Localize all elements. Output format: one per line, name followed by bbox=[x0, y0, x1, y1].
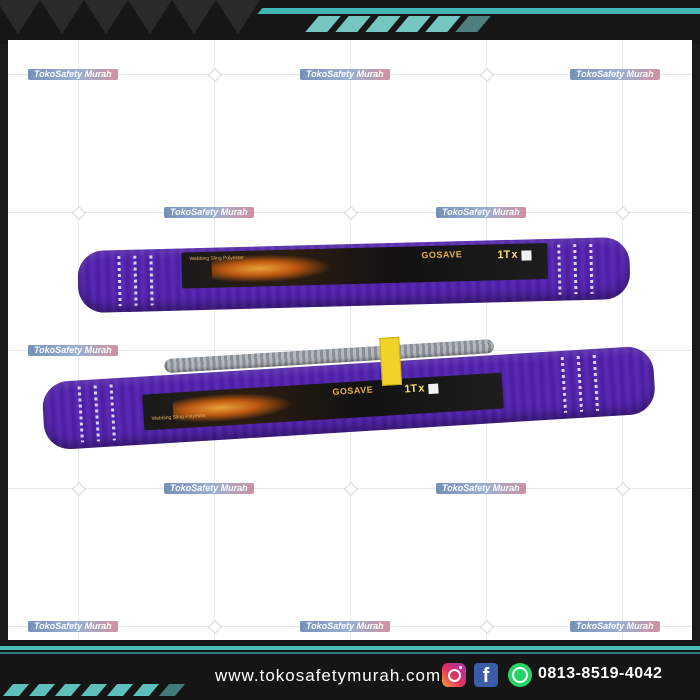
sling-stitch bbox=[589, 243, 594, 294]
photo-panel: TokoSafety Murah TokoSafety Murah TokoSa… bbox=[8, 40, 692, 640]
sling-stitch bbox=[109, 384, 116, 441]
banner-accent-line bbox=[0, 652, 700, 654]
sling-stitch bbox=[557, 244, 562, 295]
watermark: TokoSafety Murah bbox=[300, 621, 390, 632]
banner-triangle bbox=[128, 0, 172, 34]
sling-stitch bbox=[117, 256, 122, 307]
grid-marker bbox=[207, 67, 223, 83]
watermark: TokoSafety Murah bbox=[436, 207, 526, 218]
instagram-icon[interactable] bbox=[442, 663, 466, 687]
banner-accent-line bbox=[257, 8, 700, 14]
facebook-icon[interactable]: f bbox=[474, 663, 498, 687]
banner-stripe bbox=[158, 684, 186, 696]
watermark: TokoSafety Murah bbox=[164, 207, 254, 218]
brand-name: GOSAVE bbox=[332, 384, 374, 397]
grid-marker bbox=[71, 481, 87, 497]
grid-marker bbox=[207, 619, 223, 635]
grid-line bbox=[622, 40, 623, 640]
watermark: TokoSafety Murah bbox=[570, 69, 660, 80]
banner-stripe bbox=[365, 16, 401, 32]
sling-stitch bbox=[133, 255, 138, 306]
grid-marker bbox=[479, 619, 495, 635]
instagram-icon-ring bbox=[448, 669, 461, 682]
watermark: TokoSafety Murah bbox=[570, 621, 660, 632]
grid-marker bbox=[71, 205, 87, 221]
banner-stripe bbox=[395, 16, 431, 32]
website-url[interactable]: www.tokosafetymurah.com bbox=[215, 666, 442, 685]
grid-marker bbox=[615, 205, 631, 221]
grid-line bbox=[350, 40, 351, 640]
banner-triangle bbox=[172, 0, 216, 34]
capacity-suffix: x bbox=[417, 382, 425, 395]
top-banner bbox=[0, 0, 700, 44]
grid-marker bbox=[343, 205, 359, 221]
capacity-label: 1T bbox=[497, 248, 511, 262]
instagram-icon-dot bbox=[459, 666, 462, 669]
watermark: TokoSafety Murah bbox=[28, 69, 118, 80]
banner-stripe bbox=[132, 684, 160, 696]
sling-stitch bbox=[592, 354, 600, 411]
banner-triangle bbox=[40, 0, 84, 34]
grid-marker bbox=[343, 481, 359, 497]
whatsapp-icon[interactable] bbox=[508, 663, 532, 687]
sling-stitch bbox=[149, 255, 154, 306]
grid-marker bbox=[479, 67, 495, 83]
banner-triangle bbox=[84, 0, 128, 34]
banner-stripe bbox=[2, 684, 30, 696]
capacity-swatch bbox=[521, 250, 532, 261]
grid-line bbox=[78, 40, 79, 640]
sling-stitch bbox=[93, 385, 100, 442]
banner-stripe bbox=[425, 16, 461, 32]
phone-number[interactable]: 0813-8519-4042 bbox=[538, 665, 663, 682]
capacity-label: 1T bbox=[404, 382, 418, 396]
sling-stitch bbox=[77, 386, 85, 443]
whatsapp-icon-phone bbox=[512, 667, 528, 683]
grid-marker bbox=[615, 481, 631, 497]
banner-stripe bbox=[106, 684, 134, 696]
capacity-suffix: x bbox=[511, 248, 518, 261]
banner-stripe bbox=[455, 16, 491, 32]
banner-triangle bbox=[0, 0, 40, 34]
brand-name: GOSAVE bbox=[421, 249, 463, 261]
watermark: TokoSafety Murah bbox=[28, 345, 118, 356]
capacity-swatch bbox=[428, 383, 439, 395]
watermark: TokoSafety Murah bbox=[436, 483, 526, 494]
sling-stitch bbox=[576, 355, 584, 412]
sling-stitch bbox=[573, 244, 578, 295]
sling-stitch bbox=[560, 356, 568, 413]
banner-accent-line bbox=[0, 646, 700, 650]
banner-stripe bbox=[335, 16, 371, 32]
watermark: TokoSafety Murah bbox=[300, 69, 390, 80]
watermark: TokoSafety Murah bbox=[164, 483, 254, 494]
watermark: TokoSafety Murah bbox=[28, 621, 118, 632]
bottom-banner: www.tokosafetymurah.com f 0813-8519-4042 bbox=[0, 640, 700, 700]
capacity-tag bbox=[379, 336, 403, 386]
grid-line bbox=[214, 40, 215, 640]
banner-stripe bbox=[28, 684, 56, 696]
banner-stripe bbox=[80, 684, 108, 696]
banner-stripe bbox=[305, 16, 341, 32]
banner-triangle bbox=[216, 0, 260, 34]
banner-stripe bbox=[54, 684, 82, 696]
